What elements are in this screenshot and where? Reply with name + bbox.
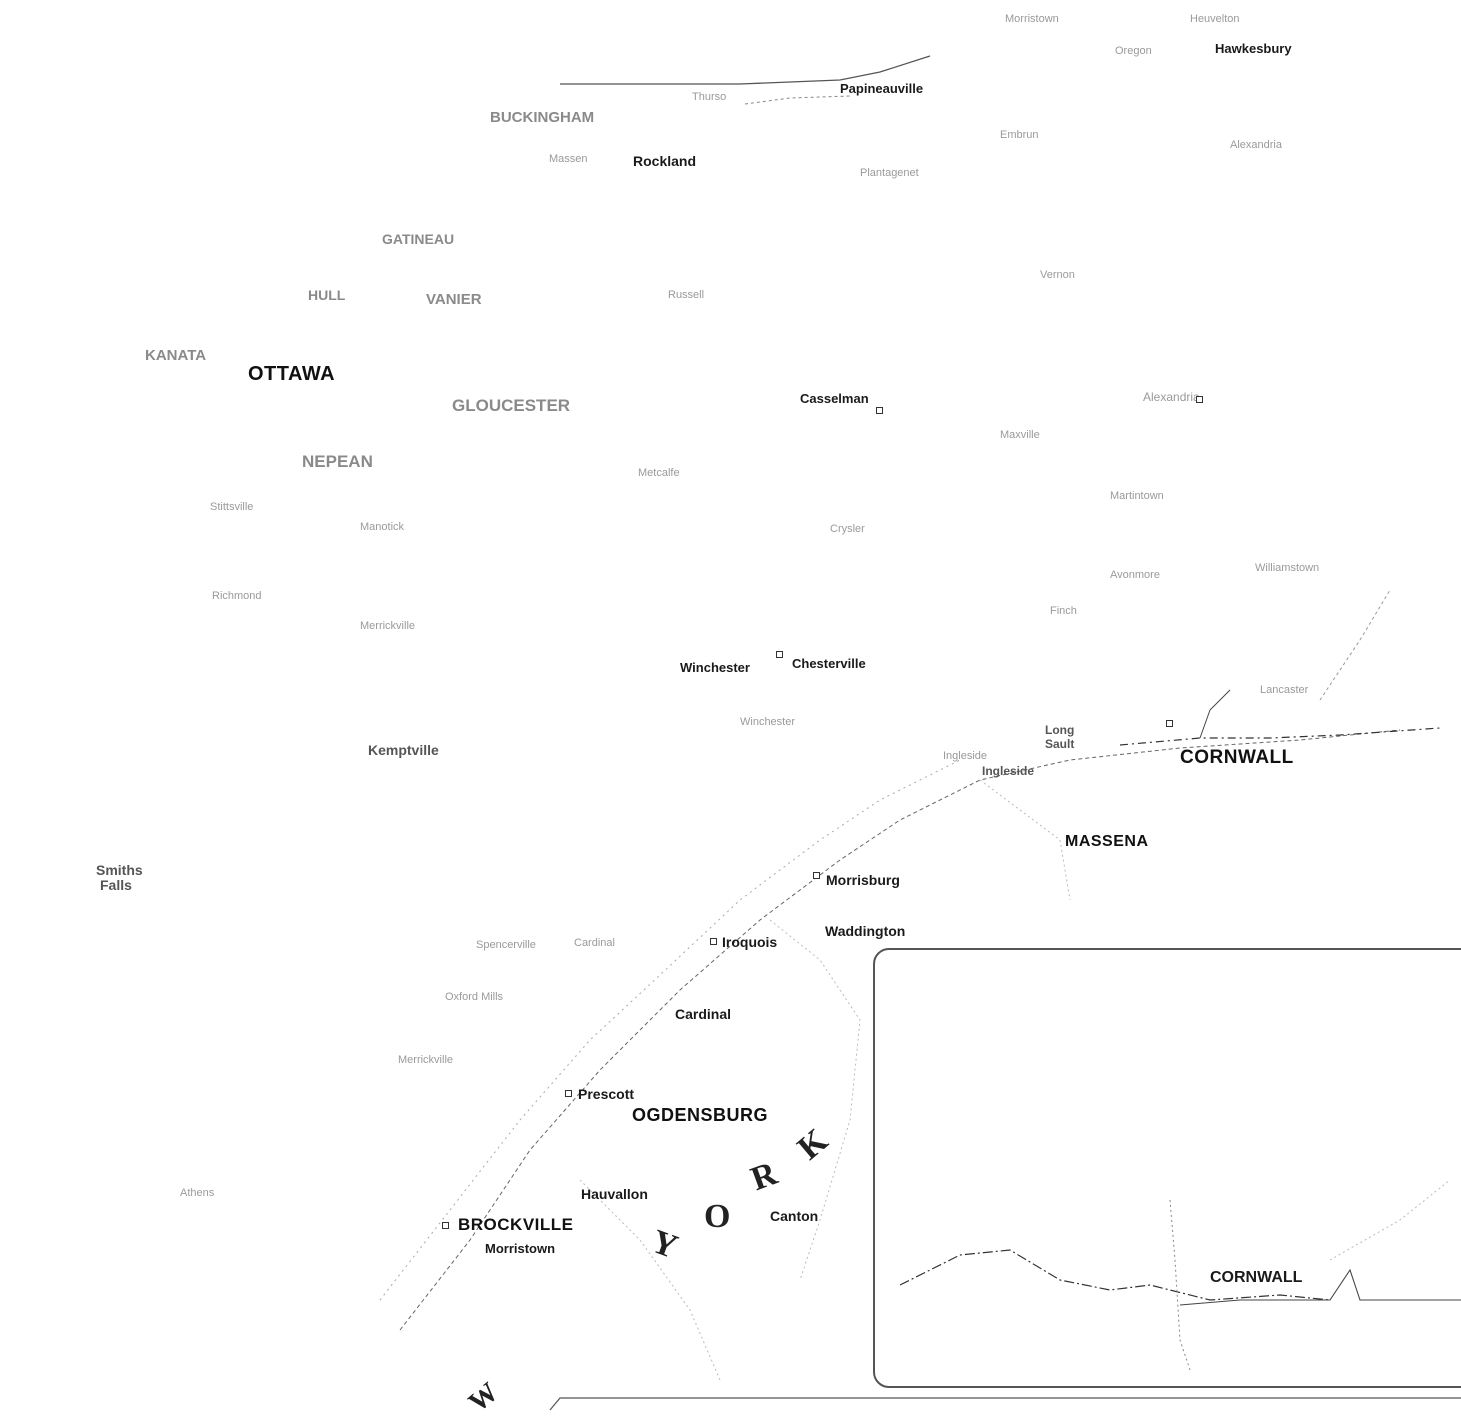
road-massena [979,779,1071,901]
place-chesterville: Chesterville [792,656,866,671]
place-prescott: Prescott [578,1086,635,1102]
morrisburg-marker [813,872,820,879]
place-minor-5: Ingleside [943,750,988,762]
place-minor-28: Heuvelton [1190,13,1240,25]
iroquois-marker [710,938,717,945]
place-winchester: Winchester [680,660,750,675]
place-minor-6: Alexandria [1230,139,1282,151]
place-kanata: KANATA [145,347,207,364]
place-minor-21: Lancaster [1260,684,1309,696]
place-smiths: Smiths [96,862,143,878]
place-cornwall: CORNWALL [1180,747,1294,768]
place-falls: Falls [100,877,132,893]
international-boundary [1119,727,1441,746]
place-gloucester: GLOUCESTER [452,396,571,415]
place-ottawa: OTTAWA [248,363,336,385]
alexandria-marker [1196,396,1203,403]
place-rockland: Rockland [633,153,697,169]
bottom-boundary-line [549,1397,1461,1411]
cornwall-boundary-hook [1199,689,1231,739]
place-papineauville: Papineauville [840,81,924,96]
place-hawkesbury: Hawkesbury [1215,41,1292,56]
st-lawrence-river [399,729,1401,1331]
place-nepean: NEPEAN [302,452,373,471]
place-gatineau: GATINEAU [382,231,455,247]
place-hull: HULL [308,287,346,303]
place-buckingham: BUCKINGHAM [490,109,595,126]
place-minor-14: Richmond [212,590,262,602]
state-letter-o: O [704,1198,731,1235]
inset-boundary [1179,1268,1461,1306]
road-canton [769,919,861,1281]
place-hauvallon: Hauvallon [581,1186,648,1202]
place-minor-10: Winchester [740,716,796,728]
place-sault: Sault [1045,737,1075,751]
place-casselman: Casselman [800,391,869,406]
place-minor-18: Finch [1050,605,1077,617]
place-minor-15: Stittsville [210,501,254,513]
place-minor-20: Maxville [1000,429,1040,441]
place-minor-25: Merrickville [398,1054,453,1066]
place-vanier: VANIER [426,291,482,308]
ottawa-river [560,55,931,85]
place-massena: MASSENA [1065,833,1149,850]
cornwall-marker [1166,720,1173,727]
place-minor-13: Manotick [360,521,405,533]
place-minor-1: Thurso [692,91,727,103]
place-iroquois: Iroquois [722,934,778,950]
place-brockville: BROCKVILLE [458,1215,574,1234]
place-canton: Canton [770,1208,819,1224]
place-waddington: Waddington [825,923,906,939]
prescott-marker [565,1090,572,1097]
place-minor-27: Morristown [1005,13,1059,25]
inset-road-2 [1329,1179,1451,1261]
inset-cornwall-label: CORNWALL [1210,1269,1303,1286]
place-minor-2: Massen [549,153,588,165]
place-minor-22: Williamstown [1255,562,1320,574]
place-minor-9: Merrickville [360,620,415,632]
place-minor-4: Crysler [830,523,865,535]
place-minor-23: Martintown [1110,490,1164,502]
casselman-marker [876,407,883,414]
inset-road [1169,1199,1191,1371]
road-ny-lower [579,1179,721,1381]
place-minor-7: Plantagenet [860,167,919,179]
brockville-marker [442,1222,449,1229]
place-cardinal: Cardinal [675,1006,732,1022]
place-minor-0: Oregon [1115,45,1152,57]
place-minor-26: Athens [180,1187,215,1199]
place-minor-17: Vernon [1040,269,1075,281]
ottawa-river-south-shore [744,95,851,105]
rivers-and-boundaries [379,55,1461,1411]
place-minor-11: Spencerville [476,939,536,951]
place-morrisburg: Morrisburg [826,872,900,888]
place-minor-24: Cardinal [574,937,615,949]
place-minor-12: Oxford Mills [445,991,504,1003]
place-minor-16: Russell [668,289,705,301]
place-ingleside: Ingleside [982,764,1035,778]
place-ogdensburg: OGDENSBURG [632,1105,769,1125]
place-long: Long [1045,723,1075,737]
place-minor-19: Avonmore [1110,569,1160,581]
place-morristown: Morristown [485,1241,556,1256]
road-east [1319,589,1391,701]
place-kemptville: Kemptville [368,742,439,758]
place-minor-8: Metcalfe [638,467,680,479]
place-minor-3: Embrun [1000,129,1039,141]
chesterville-marker [776,651,783,658]
cornwall-inset-frame [873,948,1461,1388]
place-alexandria: Alexandria [1143,390,1200,404]
